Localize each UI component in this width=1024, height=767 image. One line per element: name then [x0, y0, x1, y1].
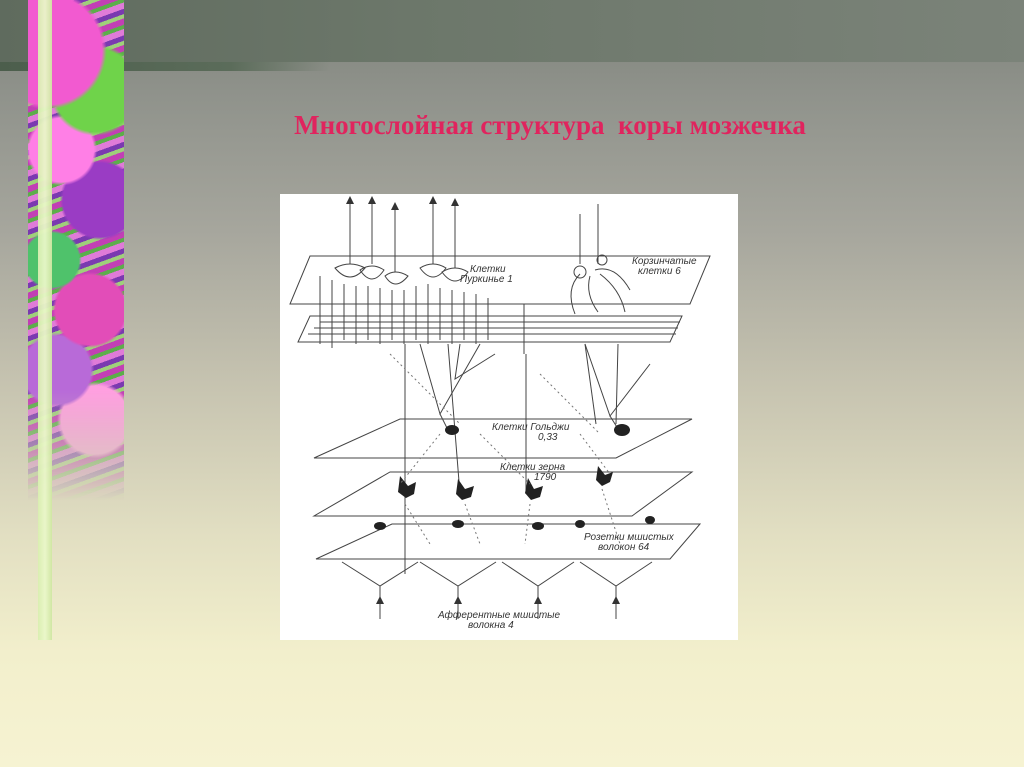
basket-cell-fibers: [570, 204, 631, 315]
cerebellum-diagram-svg: Клетки Пуркинье 1 Корзинчатые клетки 6 К…: [289, 196, 711, 631]
label-granule-2: 1790: [534, 472, 557, 483]
rosette-layer-plane: [315, 523, 702, 560]
climbing-fibers: [404, 343, 619, 574]
parallel-fiber-plane: [297, 315, 683, 343]
dendritic-comb: [319, 276, 525, 354]
label-afferent-2: волокна 4: [468, 620, 514, 631]
label-basket-1: Корзинчатые: [632, 256, 697, 267]
granule-layer-plane: [312, 471, 694, 517]
slide-title: Многослойная структура коры мозжечка: [294, 110, 806, 140]
label-rosette-1: Розетки мшистых: [584, 532, 675, 543]
top-arrowheads: [346, 196, 459, 210]
mossy-rosettes: [374, 516, 655, 530]
molecular-layer-plane: [289, 255, 711, 305]
afferent-mossy-fibers: [341, 561, 653, 619]
label-rosette-2: волокон 64: [598, 542, 650, 553]
label-golgi-1: Клетки Гольджи: [492, 422, 570, 433]
label-afferent-1: Афферентные мшистые: [437, 609, 561, 621]
decorative-horizontal-bar: [0, 62, 330, 71]
golgi-somas: [445, 424, 630, 436]
purkinje-axons: [349, 202, 456, 272]
label-basket-2: клетки 6: [638, 266, 681, 277]
golgi-layer-plane: [313, 418, 693, 459]
label-granule-1: Клетки зерна: [500, 462, 566, 473]
dotted-connections: [389, 353, 621, 545]
decorative-vertical-stripe: [38, 0, 52, 640]
label-purkinje-1: Клетки: [470, 264, 506, 275]
label-purkinje-2: Пуркинье 1: [460, 274, 513, 285]
bottom-arrowheads: [376, 596, 620, 604]
label-golgi-2: 0,33: [538, 432, 558, 443]
parallel-fibers: [308, 321, 680, 335]
cerebellum-diagram: Клетки Пуркинье 1 Корзинчатые клетки 6 К…: [280, 194, 738, 640]
top-band: [0, 0, 1024, 62]
purkinje-somas: [334, 263, 469, 285]
